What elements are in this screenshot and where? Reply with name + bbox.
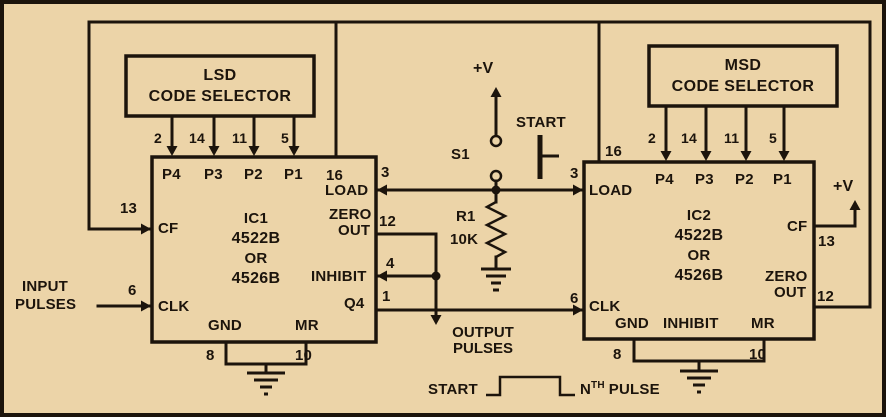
- ic2-pin-number-13: 13: [818, 233, 836, 250]
- ic1-part-4526b: 4526B: [231, 270, 281, 287]
- ic1-preset-pin-number-2: 2: [154, 130, 162, 146]
- switch-contact-top: [489, 134, 503, 148]
- start-switch-symbol: [489, 134, 559, 183]
- ic2-name: IC2: [686, 207, 712, 224]
- output-pulses-line1: OUTPUT: [452, 324, 514, 341]
- msd-title-line1: MSD: [724, 57, 762, 74]
- vplus-right-label: +V: [833, 178, 854, 195]
- ic1-or: OR: [244, 250, 268, 267]
- ic2-preset-pin-number-11: 11: [724, 130, 740, 146]
- ic1-clk-label: CLK: [158, 298, 190, 315]
- ic2-inhibit-label: INHIBIT: [663, 315, 719, 332]
- ic1-gnd-label: GND: [208, 317, 242, 334]
- ic1-preset-label-p3: P3: [204, 166, 223, 183]
- ic2-pin-number-10: 10: [749, 346, 767, 363]
- ic1-pin-number-1: 1: [382, 288, 391, 305]
- ic1-load-label: LOAD: [325, 182, 369, 199]
- ic1-pin-number-3: 3: [381, 164, 390, 181]
- ic2-pin-number-12: 12: [817, 288, 835, 305]
- ic1-pin-number-10: 10: [295, 347, 313, 364]
- component-boxes: [124, 44, 839, 344]
- msd-selector-label: MSD CODE SELECTOR: [649, 46, 837, 106]
- ic1-preset-label-p2: P2: [244, 166, 263, 183]
- switch-start-label: START: [516, 114, 566, 131]
- ic2-preset-label-p4: P4: [655, 171, 674, 188]
- ic1-box: [150, 155, 378, 344]
- ic1-preset-label-p1: P1: [284, 166, 303, 183]
- ic2-pin-number-8: 8: [613, 346, 622, 363]
- resistor-r1-symbol: [484, 200, 508, 259]
- arrowheads: [141, 87, 861, 325]
- ic2-out-label: OUT: [774, 284, 807, 301]
- ic1-title-block: IC1 4522B OR 4526B: [186, 209, 326, 289]
- waveform-pulse: PULSE: [608, 381, 660, 398]
- ic2-part-4522b: 4522B: [674, 227, 724, 244]
- ic1-q4-label: Q4: [344, 295, 365, 312]
- switch-ref-s1: S1: [451, 146, 470, 163]
- ic1-part-4522b: 4522B: [231, 230, 281, 247]
- waveform-n: N: [580, 381, 592, 398]
- ic2-cf-label: CF: [787, 218, 808, 235]
- waveform-th-sup: TH: [591, 380, 605, 391]
- ic2-preset-label-p1: P1: [773, 171, 792, 188]
- msd-title-line2: CODE SELECTOR: [671, 78, 815, 95]
- ic1-pin-number-8: 8: [206, 347, 215, 364]
- ic2-preset-pin-number-5: 5: [769, 130, 777, 146]
- ic1-cf-label: CF: [158, 220, 179, 237]
- lsd-selector-label: LSD CODE SELECTOR: [126, 56, 314, 116]
- junction-dots: [431, 185, 501, 281]
- ic2-load-label: LOAD: [589, 182, 633, 199]
- ic1-pin-number-12: 12: [379, 213, 397, 230]
- switch-contact-bottom: [489, 169, 503, 183]
- lsd-title-line2: CODE SELECTOR: [148, 88, 292, 105]
- ic1-preset-label-p4: P4: [162, 166, 181, 183]
- ic2-box: [582, 160, 816, 341]
- ic2-pin-number-16: 16: [605, 143, 623, 160]
- ic1-pin-number-13: 13: [120, 200, 138, 217]
- msd-selector-box: [647, 44, 839, 108]
- schematic-artwork: [87, 20, 872, 397]
- ground-symbols: [247, 267, 718, 396]
- ic2-preset-pin-number-14: 14: [681, 130, 697, 146]
- waveform-start-label: START: [428, 381, 478, 398]
- ic2-zero-label: ZERO: [765, 268, 808, 285]
- ic2-clk-label: CLK: [589, 298, 621, 315]
- ic1-pin-number-16: 16: [326, 167, 344, 184]
- output-pulses-label: OUTPUT PULSES: [427, 325, 539, 357]
- lsd-title-line1: LSD: [203, 67, 237, 84]
- output-pulses-line2: PULSES: [452, 340, 513, 357]
- ic1-zero-label: ZERO: [329, 206, 372, 223]
- ic1-pin-number-6: 6: [128, 282, 137, 299]
- ic2-pin-number-3: 3: [570, 165, 579, 182]
- ic1-out-label: OUT: [338, 222, 371, 239]
- ic2-preset-pin-number-2: 2: [648, 130, 656, 146]
- ic2-gnd-label: GND: [615, 315, 649, 332]
- ic1-mr-label: MR: [295, 317, 319, 334]
- ic1-inhibit-label: INHIBIT: [311, 268, 367, 285]
- ic1-pin-number-4: 4: [386, 255, 395, 272]
- ic2-title-block: IC2 4522B OR 4526B: [629, 206, 769, 286]
- resistor-value-10k: 10K: [450, 231, 479, 248]
- ic1-preset-pin-number-11: 11: [232, 130, 248, 146]
- input-pulses-line2: PULSES: [15, 296, 77, 313]
- ic2-mr-label: MR: [751, 315, 775, 332]
- ic2-preset-label-p3: P3: [695, 171, 714, 188]
- output-waveform: [486, 375, 575, 397]
- resistor-ref-r1: R1: [456, 208, 476, 225]
- schematic-wires: [87, 20, 872, 375]
- input-pulses-line1: INPUT: [22, 278, 68, 295]
- vplus-center-label: +V: [473, 60, 494, 77]
- ic2-pin-number-6: 6: [570, 290, 579, 307]
- ic2-preset-label-p2: P2: [735, 171, 754, 188]
- lsd-selector-box: [124, 54, 316, 118]
- ic1-preset-pin-number-14: 14: [189, 130, 205, 146]
- ic2-or: OR: [687, 247, 711, 264]
- ic1-preset-pin-number-5: 5: [281, 130, 289, 146]
- ic2-part-4526b: 4526B: [674, 267, 724, 284]
- ic1-name: IC1: [243, 210, 269, 227]
